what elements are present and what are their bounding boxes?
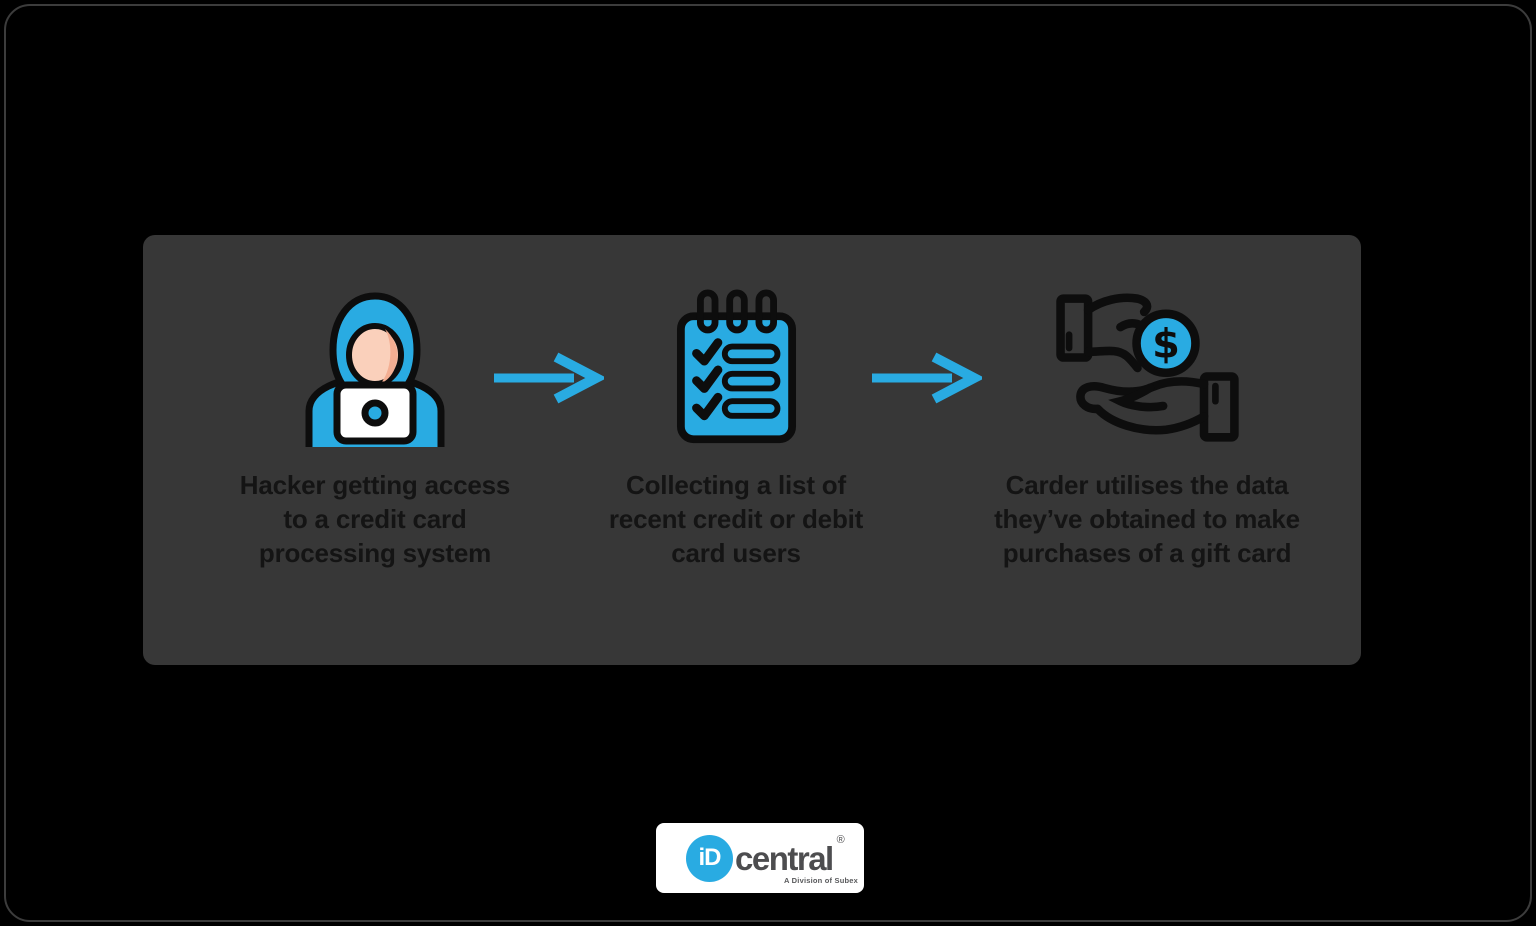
step-label: Carder utilises the data they’ve obtaine… [994,470,1300,568]
idcentral-wordmark: central [735,839,834,877]
idcentral-logo: iD central ® A Division of Subex [656,823,864,893]
step-carder-purchase: $ Carder utilises the data they’ve obtai… [965,283,1329,570]
outer-rounded-frame [4,4,1532,922]
hacker-laptop-icon [305,292,445,447]
step-icon-box [554,283,918,451]
right-arrow-icon [494,352,604,404]
step-collect-list: Collecting a list of recent credit or de… [554,283,918,570]
hand-giving-coin-icon: $ [1056,293,1239,442]
step-label: Collecting a list of recent credit or de… [608,470,864,568]
step-icon-box [193,283,557,451]
step-icon-box: $ [965,283,1329,451]
idcentral-logo-mark: iD [686,834,733,882]
right-arrow-icon [872,352,982,404]
process-flow-panel: Hacker getting access to a credit card p… [143,235,1361,665]
step-label: Hacker getting access to a credit card p… [239,470,511,568]
checklist-notepad-icon [676,288,796,443]
registered-trademark-symbol: ® [836,833,845,846]
logo-tagline: A Division of Subex [784,876,858,885]
step-hacker-access: Hacker getting access to a credit card p… [193,283,557,570]
dollar-sign: $ [1152,321,1180,367]
